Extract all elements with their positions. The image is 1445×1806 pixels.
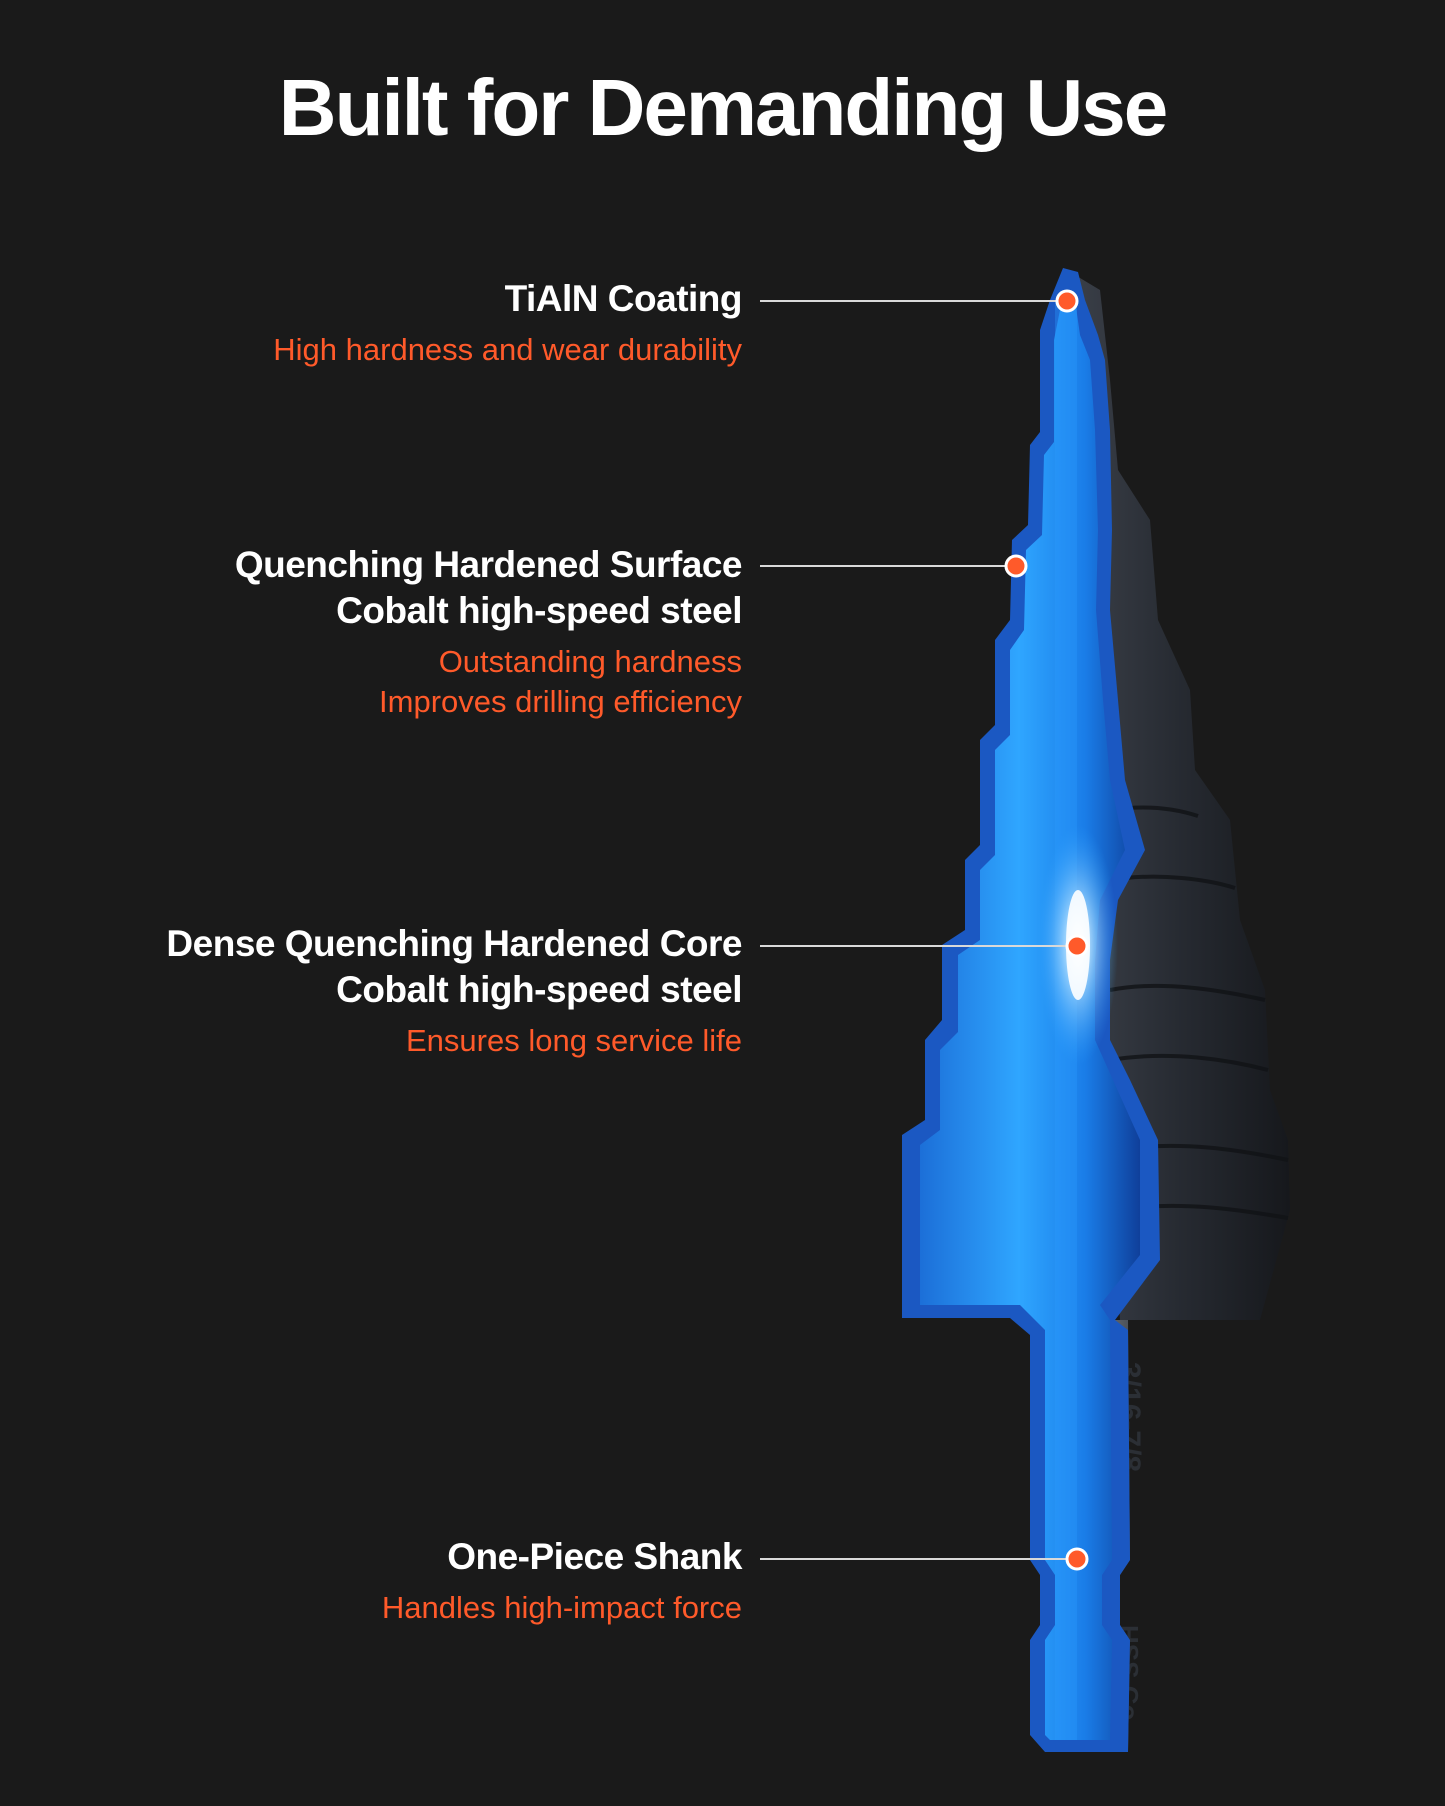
callout-subtext: High hardness and wear durability — [273, 332, 742, 367]
callout-leaders — [760, 289, 1089, 1571]
callout-heading-line2: Cobalt high-speed steel — [336, 590, 742, 631]
marker-dot-shank — [1065, 1547, 1089, 1571]
callout-heading: TiAlN Coating — [504, 278, 743, 319]
callout-heading-line2: Cobalt high-speed steel — [336, 969, 742, 1010]
callout-shank: One-Piece Shank Handles high-impact forc… — [381, 1534, 743, 1628]
callout-heading: One-Piece Shank — [447, 1536, 742, 1577]
callout-subtext: Ensures long service life — [406, 1023, 742, 1058]
callout-heading: Quenching Hardened Surface — [234, 544, 743, 585]
callout-subtext-line2: Improves drilling efficiency — [379, 684, 742, 719]
callout-surface: Quenching Hardened Surface Cobalt high-s… — [234, 542, 743, 722]
callout-heading: Dense Quenching Hardened Core — [166, 923, 742, 964]
callout-core: Dense Quenching Hardened Core Cobalt hig… — [166, 921, 742, 1061]
callout-subtext: Outstanding hardness — [438, 644, 742, 679]
page-title: Built for Demanding Use — [278, 63, 1168, 152]
callout-coating: TiAlN Coating High hardness and wear dur… — [273, 276, 742, 370]
marker-dot-coating — [1055, 289, 1079, 313]
drill-cutaway-half — [902, 268, 1160, 1752]
marker-dot-core — [1065, 934, 1089, 958]
marker-dot-surface — [1004, 554, 1028, 578]
drill-back-half — [1075, 275, 1290, 1320]
callout-subtext: Handles high-impact force — [381, 1590, 742, 1625]
